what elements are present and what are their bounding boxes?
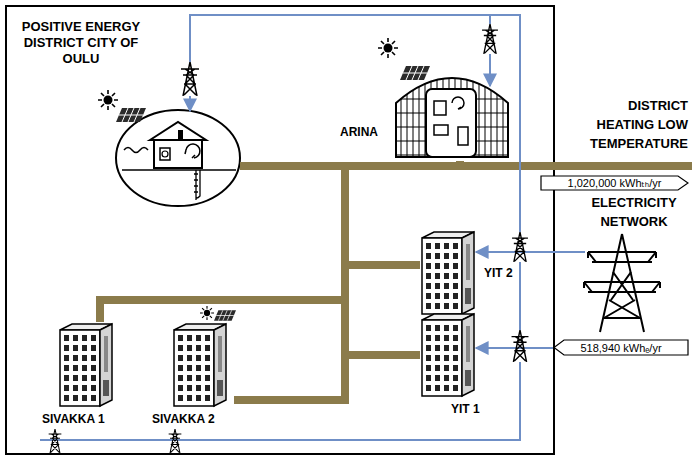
building-icon xyxy=(420,312,480,398)
building-name: SIVAKKA 1 xyxy=(42,412,105,426)
building-icon xyxy=(420,230,480,316)
diagram-title: POSITIVE ENERGY DISTRICT CITY OF OULU xyxy=(19,19,143,67)
building-name: SIVAKKA 2 xyxy=(152,412,215,426)
flow-value: 518,940 kWhₑ/yr xyxy=(553,339,689,356)
building-icon xyxy=(172,322,232,408)
electricity-network-label: ELECTRICITY NETWORK xyxy=(582,193,686,231)
heating-pipe xyxy=(100,161,460,322)
building-name: YIT 1 xyxy=(451,402,480,416)
arena-dome-icon xyxy=(392,59,512,159)
apartment-building: YIT 2 xyxy=(420,230,516,302)
apartment-building: YIT 1 xyxy=(420,312,490,420)
heating-network-label: DISTRICT HEATING LOW TEMPERATURE xyxy=(580,96,688,153)
arena-building: ARINA xyxy=(330,55,515,161)
energy-flow-arrow: 1,020,000 kWhₜₕ/yr xyxy=(540,175,689,191)
building-name: ARINA xyxy=(340,125,378,139)
apartment-building: SIVAKKA 1 xyxy=(40,322,125,428)
building-icon xyxy=(58,322,118,408)
district-area: POSITIVE ENERGY DISTRICT CITY OF OULU ARI… xyxy=(5,5,555,455)
flow-value: 1,020,000 kWhₜₕ/yr xyxy=(540,175,689,191)
apartment-building: SIVAKKA 2 xyxy=(150,322,234,428)
energy-flow-arrow: 518,940 kWhₑ/yr xyxy=(553,339,689,356)
building-name: YIT 2 xyxy=(484,266,513,280)
